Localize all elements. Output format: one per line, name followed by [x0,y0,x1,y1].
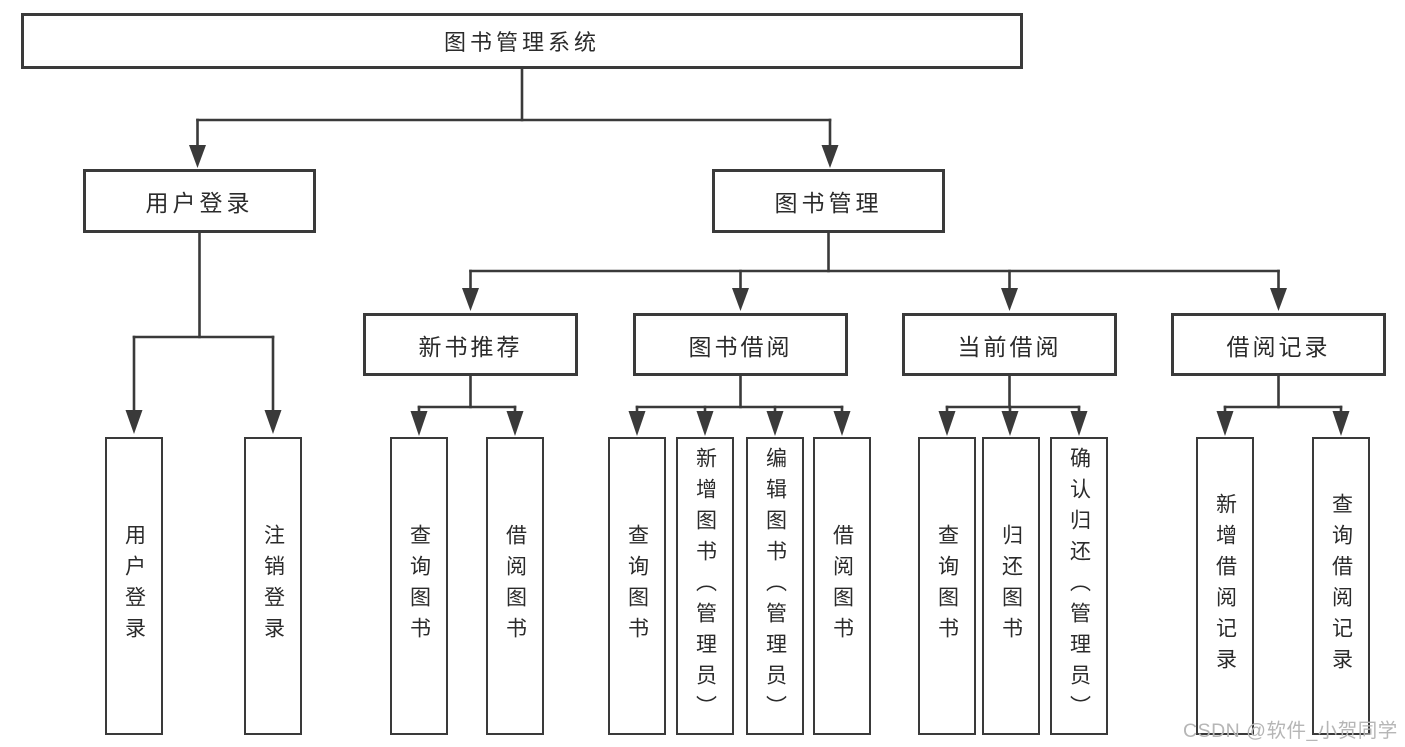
node-current-borrowing: 当前借阅 [902,313,1117,376]
leaf-label: 新增图书（管理员） [693,446,717,726]
leaf-newbooks-query: 查询图书 [390,437,448,735]
node-library-management-system: 图书管理系统 [21,13,1023,69]
leaf-label: 借阅图书 [830,524,854,648]
leaf-records-query: 查询借阅记录 [1312,437,1370,735]
node-label: 新书推荐 [418,333,523,360]
node-book-management: 图书管理 [712,169,945,233]
node-label: 图书管理 [774,190,883,216]
node-new-book-recommend: 新书推荐 [363,313,578,376]
leaf-current-query: 查询图书 [918,437,976,735]
leaf-label: 查询图书 [935,524,959,648]
leaf-label: 查询借阅记录 [1329,493,1353,679]
leaf-borrowing-add-admin: 新增图书（管理员） [676,437,734,735]
csdn-watermark: CSDN @软件_小贺同学 [1183,720,1398,742]
leaf-label: 查询图书 [407,524,431,648]
leaf-borrowing-edit-admin: 编辑图书（管理员） [746,437,804,735]
leaf-logout: 注销登录 [244,437,302,735]
node-borrow-records: 借阅记录 [1171,313,1386,376]
node-label: 用户登录 [145,190,254,216]
leaf-borrowing-borrow: 借阅图书 [813,437,871,735]
arrowhead-icons [125,145,1350,436]
leaf-user-login: 用户登录 [105,437,163,735]
leaf-current-return: 归还图书 [982,437,1040,735]
leaf-borrowing-query: 查询图书 [608,437,666,735]
leaf-label: 用户登录 [122,524,146,648]
leaf-label: 注销登录 [261,524,285,648]
leaf-label: 确认归还（管理员） [1067,446,1091,726]
leaf-newbooks-borrow: 借阅图书 [486,437,544,735]
leaf-records-add: 新增借阅记录 [1196,437,1254,735]
leaf-current-confirm-admin: 确认归还（管理员） [1050,437,1108,735]
node-book-borrowing: 图书借阅 [633,313,848,376]
node-label: 借阅记录 [1226,333,1331,360]
node-label: 图书管理系统 [443,30,600,55]
node-user-login: 用户登录 [83,169,316,233]
leaf-label: 归还图书 [999,524,1023,648]
leaf-label: 新增借阅记录 [1213,493,1237,679]
node-label: 当前借阅 [957,333,1062,360]
leaf-label: 编辑图书（管理员） [763,446,787,726]
node-label: 图书借阅 [688,333,793,360]
leaf-label: 借阅图书 [503,524,527,648]
leaf-label: 查询图书 [625,524,649,648]
